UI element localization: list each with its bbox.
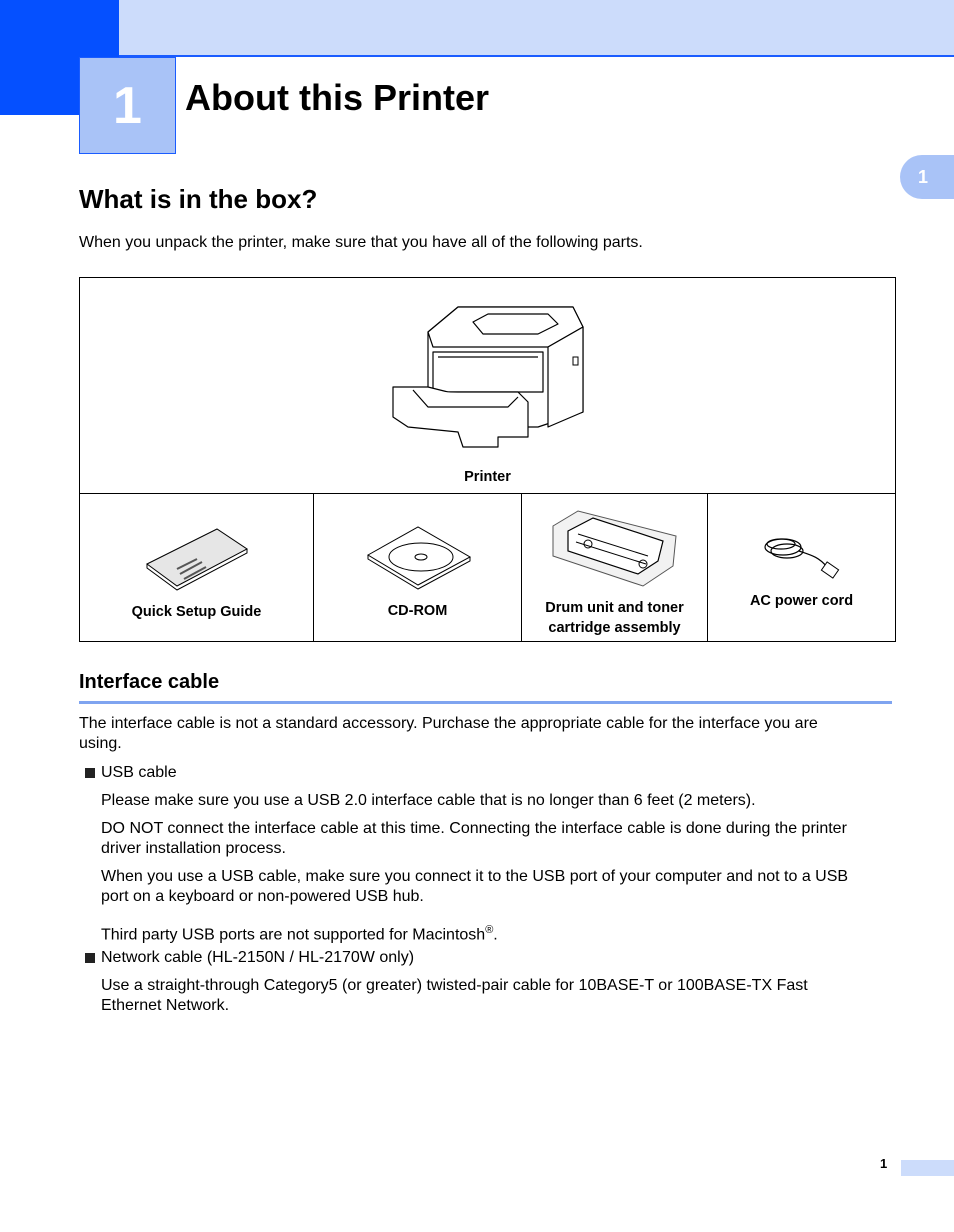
usb-paragraph-1: Please make sure you use a USB 2.0 inter… xyxy=(101,792,756,809)
ac-power-cord-cell: AC power cord xyxy=(707,493,896,642)
ac-power-cord-icon xyxy=(763,538,839,579)
usb-paragraph-2-line1: DO NOT connect the interface cable at th… xyxy=(101,820,847,837)
bullet-square-icon xyxy=(85,768,95,778)
usb-bullet: USB cable xyxy=(85,763,177,783)
header-band xyxy=(0,0,954,57)
heading-rule xyxy=(79,701,892,704)
quick-setup-guide-icon xyxy=(145,528,248,591)
chapter-number-box: 1 xyxy=(79,57,176,154)
usb-paragraph-3: When you use a USB cable, make sure you … xyxy=(101,867,901,907)
drum-unit-icon xyxy=(552,510,677,587)
box-contents-table: Printer Quick Setup Guide CD-ROM xyxy=(79,277,896,642)
drum-unit-caption-line2: cartridge assembly xyxy=(548,620,681,636)
usb-paragraph-2-line2: driver installation process. xyxy=(101,840,286,857)
interface-intro-line1: The interface cable is not a standard ac… xyxy=(79,715,818,732)
cd-rom-caption: CD-ROM xyxy=(387,603,448,619)
network-bullet-label: Network cable (HL-2150N / HL-2170W only) xyxy=(101,949,415,966)
interface-cable-heading: Interface cable xyxy=(79,671,220,693)
chapter-side-tab[interactable]: 1 xyxy=(900,155,954,199)
usb-paragraph-3-line2: port on a keyboard or non-powered USB hu… xyxy=(101,888,424,905)
network-paragraph-1-line2: Ethernet Network. xyxy=(101,997,230,1014)
usb-paragraph-4-end: . xyxy=(493,926,498,944)
network-bullet: Network cable (HL-2150N / HL-2170W only) xyxy=(85,948,414,968)
chapter-number: 1 xyxy=(113,76,142,135)
page-number-tab xyxy=(901,1160,954,1176)
bullet-square-icon xyxy=(85,953,95,963)
registered-mark: ® xyxy=(485,924,494,936)
printer-cell: Printer xyxy=(79,277,896,494)
drum-unit-caption-line1: Drum unit and toner xyxy=(545,600,684,616)
ac-power-cord-caption: AC power cord xyxy=(749,593,854,609)
usb-paragraph-4: Third party USB ports are not supported … xyxy=(101,920,901,945)
printer-illustration xyxy=(391,306,584,448)
usb-paragraph-2: DO NOT connect the interface cable at th… xyxy=(101,819,901,859)
page-number: 1 xyxy=(880,1156,888,1171)
network-paragraph-1: Use a straight-through Category5 (or gre… xyxy=(101,976,901,1016)
printer-caption: Printer xyxy=(464,469,511,485)
network-paragraph-1-line1: Use a straight-through Category5 (or gre… xyxy=(101,977,808,994)
cd-rom-cell: CD-ROM xyxy=(313,493,522,642)
chapter-title: About this Printer xyxy=(185,77,489,118)
drum-unit-cell: Drum unit and toner cartridge assembly xyxy=(521,493,708,642)
section-intro: When you unpack the printer, make sure t… xyxy=(79,234,643,251)
interface-intro-line2: using. xyxy=(79,735,122,752)
usb-paragraph-3-line1: When you use a USB cable, make sure you … xyxy=(101,868,849,885)
cd-rom-icon xyxy=(366,526,471,590)
side-tab-label: 1 xyxy=(918,166,929,187)
quick-setup-guide-cell: Quick Setup Guide xyxy=(79,493,314,642)
section-title: What is in the box? xyxy=(79,184,318,214)
interface-intro: The interface cable is not a standard ac… xyxy=(79,714,899,754)
usb-paragraph-4-text: Third party USB ports are not supported … xyxy=(101,926,486,944)
usb-bullet-label: USB cable xyxy=(101,764,177,781)
quick-setup-guide-caption: Quick Setup Guide xyxy=(131,604,262,620)
